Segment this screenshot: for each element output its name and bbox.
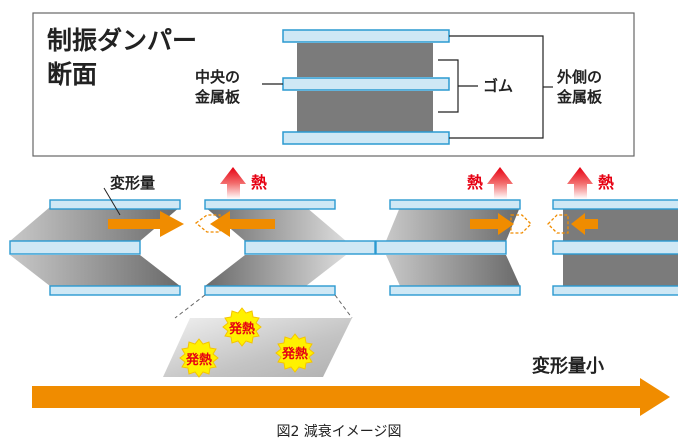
outer-plate-top — [389, 199, 521, 210]
heat-arrow — [567, 167, 593, 199]
rubber-upper — [205, 207, 346, 241]
rubber-upper — [10, 207, 180, 241]
svg-text:発熱: 発熱 — [228, 321, 255, 337]
rubber-lower — [386, 255, 520, 286]
damper-stage-3: 熱 — [375, 167, 532, 296]
previous-position-outline — [547, 214, 569, 234]
rubber-upper — [297, 43, 433, 77]
center-plate — [282, 77, 450, 91]
heat-detail-zoom: 発熱 発熱 発熱 — [163, 294, 353, 378]
svg-text:発熱: 発熱 — [185, 352, 212, 368]
heat-arrow — [220, 167, 246, 199]
center-plate — [375, 240, 507, 255]
damper-stage-1: 変形量 — [9, 174, 184, 296]
outer-plate-bottom — [282, 131, 450, 145]
outer-plate-top — [49, 199, 181, 210]
heat-label: 熱 — [251, 173, 267, 192]
rubber-lower — [205, 255, 346, 286]
damper-cross-section — [282, 29, 450, 145]
heat-label: 熱 — [598, 173, 614, 192]
label-deformation-decrease: 変形量小 — [532, 355, 604, 377]
heat-spot-2: 発熱 — [179, 338, 219, 378]
section-title-line1: 制振ダンパー — [47, 26, 197, 55]
rubber-upper — [386, 207, 520, 241]
figure-caption: 図2 減衰イメージ図 — [276, 423, 401, 439]
outer-plate-bottom — [204, 285, 336, 296]
heat-label: 熱 — [467, 173, 483, 192]
outer-plate-top — [552, 199, 678, 210]
rubber-lower — [10, 255, 180, 286]
label-rubber: ゴム — [483, 77, 513, 95]
outer-plate-bottom — [389, 285, 521, 296]
heat-spot-3: 発熱 — [275, 333, 315, 373]
label-center-plate-line1: 中央の — [195, 68, 240, 86]
previous-position-outline — [510, 214, 532, 234]
center-plate — [244, 240, 376, 255]
label-deformation-amount: 変形量 — [110, 174, 155, 192]
outer-plate-bottom — [552, 285, 678, 296]
deformation-arrow — [470, 213, 514, 235]
deformation-arrow — [108, 211, 184, 237]
outer-plate-top — [282, 29, 450, 43]
outer-plate-top — [204, 199, 336, 210]
heat-spot-1: 発熱 — [222, 307, 262, 347]
damper-stage-4: 熱 — [547, 167, 678, 296]
section-title-line2: 断面 — [47, 60, 97, 89]
svg-text:発熱: 発熱 — [281, 346, 308, 362]
decrease-arrow — [32, 378, 670, 416]
rubber-lower — [563, 254, 678, 286]
heat-arrow — [487, 167, 513, 199]
label-outer-plate-line1: 外側の — [556, 68, 602, 86]
center-plate — [552, 240, 678, 255]
outer-plate-bottom — [49, 285, 181, 296]
damper-stage-2: 熱 — [194, 167, 376, 296]
label-center-plate-line2: 金属板 — [194, 88, 241, 106]
rubber-lower — [297, 91, 433, 132]
center-plate — [9, 240, 141, 255]
deformation-arrow — [210, 211, 275, 237]
leader-lines — [262, 35, 553, 139]
label-outer-plate-line2: 金属板 — [556, 88, 603, 106]
deformation-arrow — [571, 213, 598, 235]
